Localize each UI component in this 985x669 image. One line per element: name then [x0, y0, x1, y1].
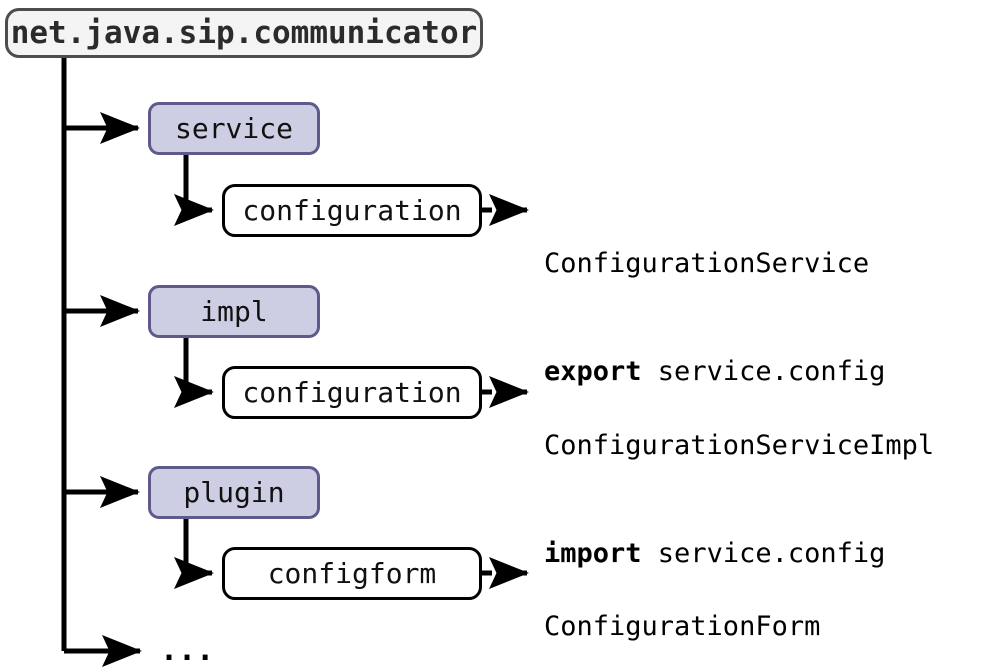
subpackage-node-plugin-configform-label: configform	[267, 557, 437, 590]
annotation-keyword: import	[544, 538, 642, 569]
package-node-plugin-label: plugin	[183, 476, 285, 509]
package-node-impl[interactable]: impl	[148, 285, 320, 338]
annotation-directive: import service.config	[544, 536, 934, 572]
subpackage-node-impl-configuration-label: configuration	[242, 376, 462, 409]
package-node-service-label: service	[174, 112, 293, 145]
annotation-keyword: export	[544, 356, 642, 387]
package-node-plugin[interactable]: plugin	[148, 466, 320, 519]
subpackage-node-service-configuration-label: configuration	[242, 194, 462, 227]
subpackage-node-impl-configuration[interactable]: configuration	[222, 366, 482, 419]
package-node-service[interactable]: service	[148, 102, 320, 155]
annotation-service-configuration: ConfigurationService export service.conf…	[544, 174, 885, 462]
annotation-plugin-configform: ConfigurationForm import service.config	[544, 537, 885, 669]
root-package-node[interactable]: net.java.sip.communicator	[5, 8, 483, 58]
package-node-impl-label: impl	[200, 295, 268, 328]
annotation-target: service.config	[641, 538, 886, 569]
annotation-directive: export service.config	[544, 354, 885, 390]
edge-impl-to-configuration	[174, 338, 215, 408]
edge-plugin-to-configform	[174, 519, 215, 589]
subpackage-node-service-configuration[interactable]: configuration	[222, 184, 482, 237]
annotation-impl-configuration: ConfigurationServiceImpl import service.…	[544, 356, 934, 644]
subpackage-node-plugin-configform[interactable]: configform	[222, 547, 482, 600]
more-branches-label: ...	[160, 633, 215, 668]
annotation-class-name: ConfigurationService	[544, 248, 870, 279]
annotation-class-name: ConfigurationServiceImpl	[544, 430, 935, 461]
annotation-class-name: ConfigurationForm	[544, 611, 821, 642]
edge-service-to-configuration	[174, 155, 215, 226]
annotation-target: service.config	[641, 356, 886, 387]
root-package-label: net.java.sip.communicator	[10, 15, 478, 51]
